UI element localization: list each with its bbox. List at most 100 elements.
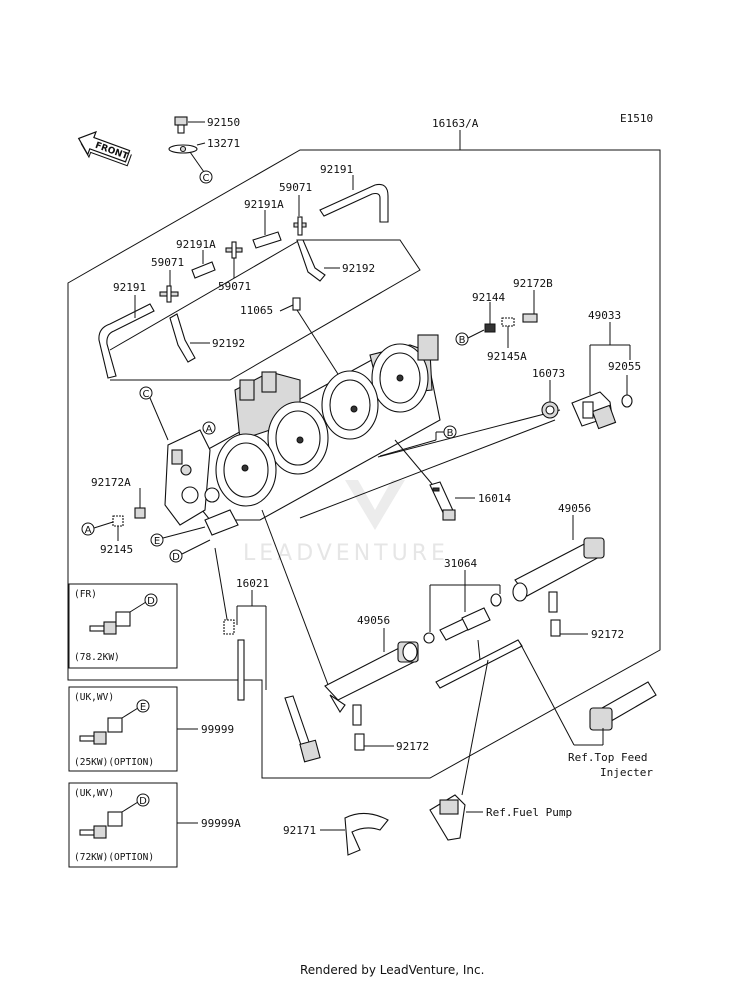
label-13271: 13271 [207,137,240,150]
cap-11065: 11065 [240,297,346,386]
callout-d-left: D [169,539,211,563]
spring-92145: 92145 [100,515,133,556]
hose-92191-left: 92191 [98,281,155,379]
inset-uk-72kw: (UK,WV) D (72KW)(OPTION) 99999A [68,782,241,868]
label-92172-left: 92172 [396,740,429,753]
callout-e-left: E [150,526,206,547]
watermark: LEADVENTURE [243,480,449,566]
inset-fr: (FR) D (78.2KW) [68,583,178,669]
label-59071-top: 59071 [279,181,312,194]
callout-a-body: A [202,421,216,435]
callout-e-uk: E [136,699,150,713]
seal-16073: 16073 [532,367,565,419]
label-49056-left: 49056 [357,614,390,627]
callout-d-uk-label: D [139,796,147,807]
label-59071-mid-right: 59071 [218,280,251,293]
joint-31064: 31064 [423,557,523,689]
throttle-bore-1 [215,433,277,507]
hose-92192-left: 92192 [169,313,245,363]
throttle-bore-4 [371,334,439,413]
inset-uk1-spec: (25KW)(OPTION) [74,757,154,768]
injector-49033: 49033 [571,309,631,430]
sensor-16014: 16014 [394,439,511,521]
callout-d-fr-label: D [147,596,155,607]
fuel-rail-49056-right: 49056 [512,502,605,613]
callout-b-body-label: B [447,428,454,439]
label-92192-left: 92192 [212,337,245,350]
watermark-text: LEADVENTURE [243,541,449,566]
tee-59071-top: 59071 [279,181,312,236]
screw-92172A: 92172A [91,476,146,519]
plate-13271: 13271 [168,137,240,173]
ref-top-feed-line2: Injecter [600,766,653,779]
label-92145: 92145 [100,543,133,556]
label-31064: 31064 [444,557,477,570]
hose-92191A-top: 92191A [244,198,284,249]
inset-uk1-region: (UK,WV) [74,692,114,703]
inset-uk-25kw: (UK,WV) E (25KW)(OPTION) 99999 [68,686,234,772]
screw-92172-right: 92172 [550,619,624,641]
callout-c-top: C [199,170,213,184]
label-99999: 99999 [201,723,234,736]
label-92145A: 92145A [487,350,527,363]
assembly-outline: 16163/A [67,117,661,779]
label-16021: 16021 [236,577,269,590]
footer-credit: Rendered by LeadVenture, Inc. [300,963,484,977]
callout-b-right-label: B [459,335,466,346]
screw-92172B: 92172B [513,277,553,323]
cable-16021: 16021 [214,547,321,763]
hose-92192-right: 92192 [296,239,375,282]
clamp-92171: 92171 [283,812,389,856]
label-92171: 92171 [283,824,316,837]
label-16014: 16014 [478,492,511,505]
callout-a-left: A [81,521,114,536]
label-92172A: 92172A [91,476,131,489]
throttle-bore-2 [267,401,329,475]
screw-92144: 92144 [472,291,505,333]
inset-fr-spec: (78.2KW) [74,652,120,663]
callout-c-left-label: C [143,389,150,400]
screw-92172-left: 92172 [354,733,429,753]
label-92150: 92150 [207,116,240,129]
callout-c-left: C [139,386,169,441]
label-92055: 92055 [608,360,641,373]
spring-92145A: 92145A [487,317,527,363]
callout-b-body: B [379,425,457,457]
diagram-code: E1510 [620,112,653,125]
ref-top-feed-injecter: Ref.Top Feed Injecter [519,642,657,779]
throttle-bore-3 [321,370,379,440]
inset-uk2-spec: (72KW)(OPTION) [74,852,154,863]
bolt-92150: 92150 [174,116,240,134]
callout-e-uk-label: E [140,702,146,713]
label-92191-left: 92191 [113,281,146,294]
callout-d-left-label: D [172,552,180,563]
label-49033: 49033 [588,309,621,322]
ref-fuel-pump-label: Ref.Fuel Pump [486,806,572,819]
callout-b-right: B [455,329,485,346]
front-arrow-icon: FRONT [77,130,132,167]
callout-c-top-label: C [203,173,210,184]
label-92191A-mid: 92191A [176,238,216,251]
label-92191-top: 92191 [320,163,353,176]
callout-a-left-label: A [85,525,92,536]
throttle-body-assembly [164,334,441,536]
tee-59071-mid-left: 59071 [151,256,184,303]
label-92191A-top: 92191A [244,198,284,211]
callout-d-fr: D [144,593,158,607]
label-92172-right: 92172 [591,628,624,641]
label-92192-right: 92192 [342,262,375,275]
fuel-rail-49056-left: 49056 [324,614,419,726]
callout-a-body-label: A [206,424,213,435]
ref-top-feed-line1: Ref.Top Feed [568,751,647,764]
hose-92191A-mid: 92191A [176,238,216,279]
callout-d-uk: D [136,793,150,807]
tee-59071-mid-right: 59071 [218,241,251,293]
label-49056-right: 49056 [558,502,591,515]
label-16163A: 16163/A [432,117,479,130]
label-16073: 16073 [532,367,565,380]
inset-uk2-region: (UK,WV) [74,788,114,799]
label-59071-mid-left: 59071 [151,256,184,269]
oring-92055: 92055 [608,360,641,408]
label-92144: 92144 [472,291,505,304]
